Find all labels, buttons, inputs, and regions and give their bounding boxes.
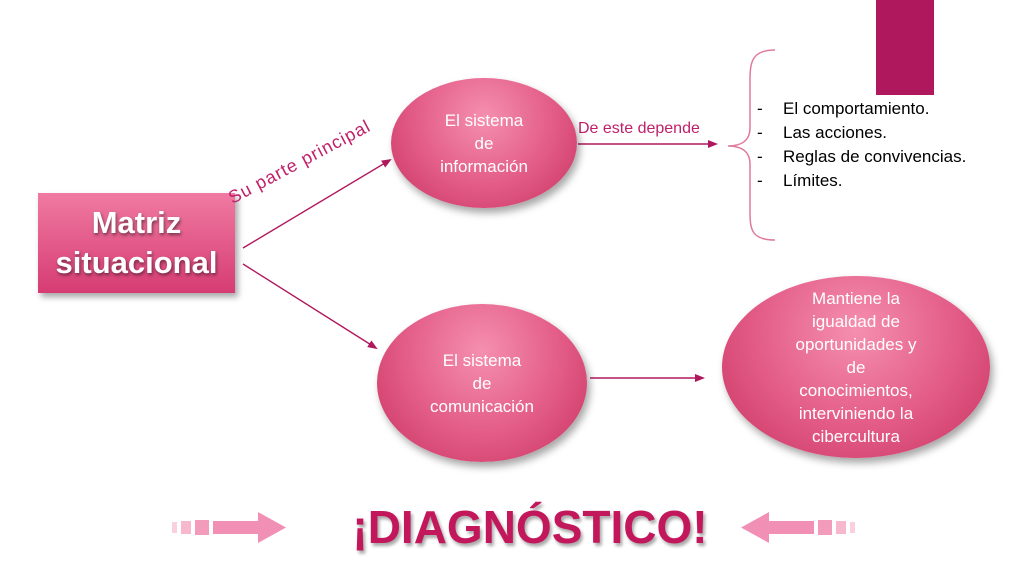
edge-label-depends: De este depende xyxy=(578,120,700,137)
node-outcome: Mantiene la igualdad de oportunidades y … xyxy=(722,276,990,458)
node-comm-system: El sistema de comunicación xyxy=(377,304,587,462)
list-item: - Las acciones. xyxy=(757,121,966,145)
list-item-text: Las acciones. xyxy=(783,123,887,142)
list-item-text: Límites. xyxy=(783,171,843,190)
bullet-dash: - xyxy=(757,147,763,166)
root-node: Matriz situacional xyxy=(38,193,235,293)
bullet-dash: - xyxy=(757,123,763,142)
node-info-system: El sistema de información xyxy=(391,78,577,208)
edge-root-to-info xyxy=(242,158,392,249)
list-item: - El comportamiento. xyxy=(757,97,966,121)
list-item: - Reglas de convivencias. xyxy=(757,145,966,169)
footer-title: ¡DIAGNÓSTICO! xyxy=(352,501,708,553)
list-item-text: Reglas de convivencias. xyxy=(783,147,967,166)
list-item: - Límites. xyxy=(757,169,966,193)
node-outcome-label: Mantiene la igualdad de oportunidades y … xyxy=(795,288,917,446)
bullet-dash: - xyxy=(757,99,763,118)
accent-bar xyxy=(876,0,934,95)
curly-brace xyxy=(727,49,776,241)
node-comm-system-label: El sistema de comunicación xyxy=(430,350,534,416)
bullet-dash: - xyxy=(757,171,763,190)
edge-root-to-comm xyxy=(242,263,378,350)
node-info-system-label: El sistema de información xyxy=(440,110,528,176)
arrow-right-icon xyxy=(172,512,286,543)
arrow-left-icon xyxy=(741,512,855,543)
list-item-text: El comportamiento. xyxy=(783,99,930,118)
depends-list: - El comportamiento. - Las acciones. - Regl… xyxy=(757,97,966,193)
root-node-label: Matriz situacional xyxy=(55,205,218,280)
